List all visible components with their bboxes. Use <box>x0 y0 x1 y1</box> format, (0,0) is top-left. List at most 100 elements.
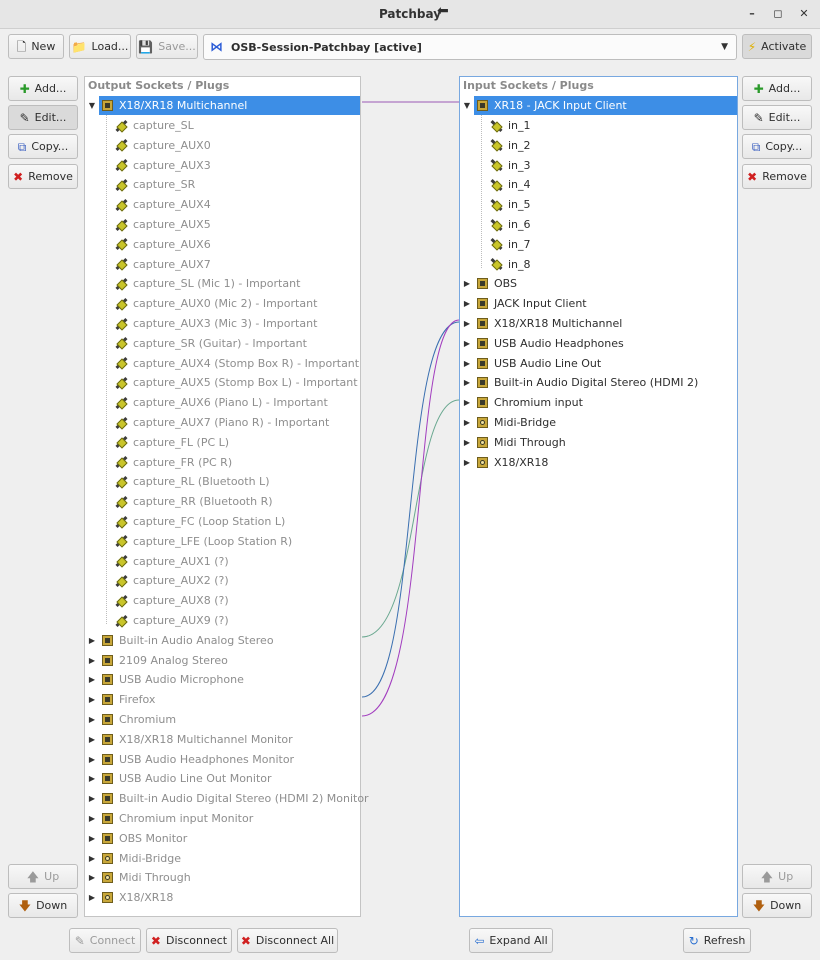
device-item[interactable]: ▶2109 Analog Stereo <box>89 651 228 670</box>
expander-closed-icon[interactable]: ▶ <box>88 774 96 784</box>
expander-closed-icon[interactable]: ▶ <box>88 754 96 764</box>
device-item[interactable]: ▶OBS <box>464 274 517 293</box>
left-down-button[interactable]: 🡇 Down <box>8 893 78 918</box>
plug-item[interactable]: capture_FL (PC L) <box>115 433 229 452</box>
device-item[interactable]: ▶Chromium <box>89 710 176 729</box>
expander-closed-icon[interactable]: ▶ <box>463 319 471 328</box>
expander-closed-icon[interactable]: ▶ <box>88 734 96 744</box>
output-sockets-panel[interactable]: Output Sockets / Plugs ▼ X18/XR18 Multic… <box>84 76 369 917</box>
input-device-expanded[interactable]: ▼ XR18 - JACK Input Client <box>464 96 737 115</box>
device-item[interactable]: ▶X18/XR18 <box>89 888 174 907</box>
left-up-button[interactable]: 🡅 Up <box>8 864 78 889</box>
device-item[interactable]: ▶USB Audio Microphone <box>89 670 244 689</box>
expander-closed-icon[interactable]: ▶ <box>88 873 96 883</box>
plug-item[interactable]: capture_AUX5 (Stomp Box L) - Important <box>115 373 358 392</box>
plug-item[interactable]: capture_AUX1 (?) <box>115 552 229 571</box>
plug-item[interactable]: capture_AUX4 <box>115 195 211 214</box>
plug-item[interactable]: capture_AUX6 (Piano L) - Important <box>115 393 328 412</box>
plug-item[interactable]: capture_AUX5 <box>115 215 211 234</box>
plug-item[interactable]: capture_SR (Guitar) - Important <box>115 334 307 353</box>
device-item[interactable]: ▶Midi Through <box>89 868 191 887</box>
connect-button[interactable]: ✎ Connect <box>69 928 141 953</box>
plug-item[interactable]: capture_RL (Bluetooth L) <box>115 472 269 491</box>
plug-item[interactable]: in_4 <box>490 175 531 194</box>
device-item[interactable]: ▶Chromium input <box>464 393 583 412</box>
expander-closed-icon[interactable]: ▶ <box>88 715 96 724</box>
device-item[interactable]: ▶Built-in Audio Analog Stereo <box>89 631 274 650</box>
device-item[interactable]: ▶USB Audio Headphones <box>464 334 624 353</box>
expander-closed-icon[interactable]: ▶ <box>88 655 96 665</box>
disconnect-all-button[interactable]: ✖ Disconnect All <box>237 928 338 953</box>
expander-closed-icon[interactable]: ▶ <box>463 398 471 408</box>
expander-closed-icon[interactable]: ▶ <box>463 358 471 368</box>
plug-item[interactable]: capture_AUX7 (Piano R) - Important <box>115 413 329 432</box>
left-edit-button[interactable]: ✎ Edit... <box>8 105 78 130</box>
disconnect-button[interactable]: ✖ Disconnect <box>146 928 232 953</box>
expander-closed-icon[interactable]: ▶ <box>88 853 96 863</box>
expander-closed-icon[interactable]: ▶ <box>463 437 471 447</box>
plug-item[interactable]: capture_FC (Loop Station L) <box>115 512 285 531</box>
expander-closed-icon[interactable]: ▶ <box>88 814 96 823</box>
expander-open-icon[interactable]: ▼ <box>88 101 96 110</box>
output-device-expanded[interactable]: ▼ X18/XR18 Multichannel <box>89 96 360 115</box>
plug-item[interactable]: capture_AUX7 <box>115 255 211 274</box>
plug-item[interactable]: capture_RR (Bluetooth R) <box>115 492 273 511</box>
plug-item[interactable]: capture_AUX3 (Mic 3) - Important <box>115 314 317 333</box>
plug-item[interactable]: in_7 <box>490 235 531 254</box>
device-item[interactable]: ▶Built-in Audio Digital Stereo (HDMI 2) <box>464 373 698 392</box>
new-button[interactable]: 🗋 New <box>8 34 64 59</box>
input-sockets-panel[interactable]: Input Sockets / Plugs ▼ XR18 - JACK Inpu… <box>459 76 738 917</box>
plug-item[interactable]: capture_AUX2 (?) <box>115 571 229 590</box>
right-edit-button[interactable]: ✎ Edit... <box>742 105 812 130</box>
plug-item[interactable]: capture_AUX3 <box>115 156 211 175</box>
expander-closed-icon[interactable]: ▶ <box>88 893 96 903</box>
save-button[interactable]: 💾 Save... <box>136 34 198 59</box>
left-add-button[interactable]: ✚ Add... <box>8 76 78 101</box>
device-item[interactable]: ▶Midi-Bridge <box>89 849 181 868</box>
left-remove-button[interactable]: ✖ Remove <box>8 164 78 189</box>
right-down-button[interactable]: 🡇 Down <box>742 893 812 918</box>
expander-closed-icon[interactable]: ▶ <box>88 695 96 705</box>
refresh-button[interactable]: ↻ Refresh <box>683 928 751 953</box>
minimize-icon[interactable]: – <box>749 7 755 20</box>
device-item[interactable]: ▶Built-in Audio Digital Stereo (HDMI 2) … <box>89 789 369 808</box>
plug-item[interactable]: capture_AUX0 (Mic 2) - Important <box>115 294 317 313</box>
expander-closed-icon[interactable]: ▶ <box>88 833 96 843</box>
device-item[interactable]: ▶Midi-Bridge <box>464 413 556 432</box>
device-item[interactable]: ▶JACK Input Client <box>464 294 587 313</box>
device-item[interactable]: ▶Midi Through <box>464 433 566 452</box>
device-item[interactable]: ▶OBS Monitor <box>89 829 187 848</box>
left-copy-button[interactable]: ⧉ Copy... <box>8 134 78 159</box>
expander-closed-icon[interactable]: ▶ <box>88 635 96 645</box>
expander-closed-icon[interactable]: ▶ <box>463 279 471 289</box>
device-item[interactable]: ▶X18/XR18 <box>464 453 549 472</box>
expander-closed-icon[interactable]: ▶ <box>88 675 96 685</box>
load-button[interactable]: 📁 Load... <box>69 34 131 59</box>
maximize-icon[interactable]: ◻ <box>773 7 783 20</box>
right-up-button[interactable]: 🡅 Up <box>742 864 812 889</box>
plug-item[interactable]: in_3 <box>490 156 531 175</box>
expander-closed-icon[interactable]: ▶ <box>463 299 471 309</box>
device-item[interactable]: ▶USB Audio Line Out Monitor <box>89 769 272 788</box>
plug-item[interactable]: capture_AUX0 <box>115 136 211 155</box>
expander-open-icon[interactable]: ▼ <box>463 101 471 110</box>
expand-all-button[interactable]: ⇦ Expand All <box>469 928 553 953</box>
plug-item[interactable]: capture_AUX6 <box>115 235 211 254</box>
device-item[interactable]: ▶X18/XR18 Multichannel <box>464 314 622 333</box>
plug-item[interactable]: capture_LFE (Loop Station R) <box>115 532 292 551</box>
device-item[interactable]: ▶USB Audio Line Out <box>464 354 601 373</box>
plug-item[interactable]: capture_AUX8 (?) <box>115 591 229 610</box>
device-item[interactable]: ▶X18/XR18 Multichannel Monitor <box>89 730 293 749</box>
device-item[interactable]: ▶Chromium input Monitor <box>89 809 253 828</box>
right-remove-button[interactable]: ✖ Remove <box>742 164 812 189</box>
plug-item[interactable]: in_5 <box>490 195 531 214</box>
plug-item[interactable]: in_2 <box>490 136 531 155</box>
plug-item[interactable]: capture_SR <box>115 175 195 194</box>
right-add-button[interactable]: ✚ Add... <box>742 76 812 101</box>
plug-item[interactable]: capture_SL <box>115 116 194 135</box>
expander-closed-icon[interactable]: ▶ <box>463 378 471 388</box>
plug-item[interactable]: capture_AUX4 (Stomp Box R) - Important <box>115 354 359 373</box>
plug-item[interactable]: capture_AUX9 (?) <box>115 611 229 630</box>
expander-closed-icon[interactable]: ▶ <box>463 338 471 348</box>
plug-item[interactable]: capture_FR (PC R) <box>115 453 232 472</box>
